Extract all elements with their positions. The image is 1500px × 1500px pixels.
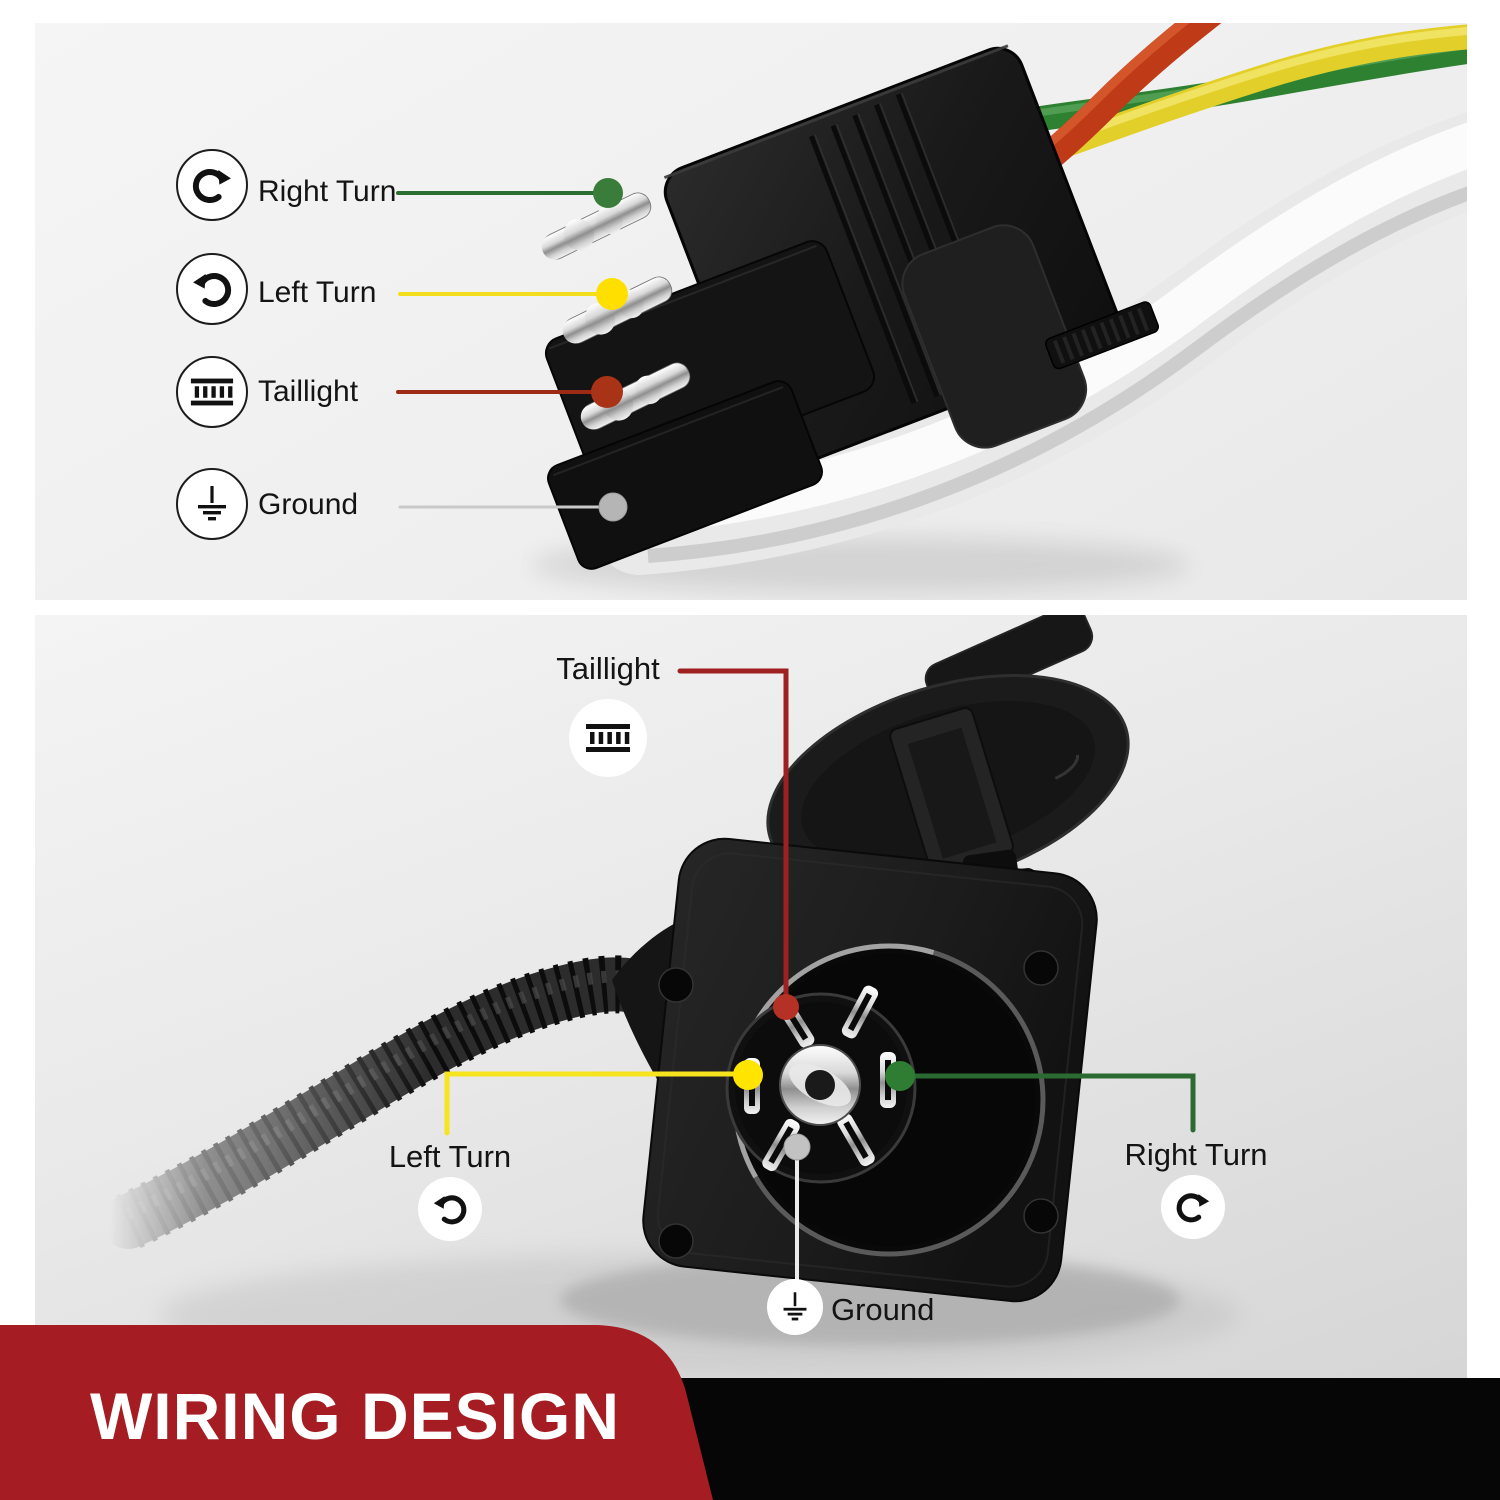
socket-ground-icon-badge bbox=[767, 1279, 823, 1335]
right-turn-arrow-icon bbox=[192, 169, 231, 203]
socket-taillight-icon-badge bbox=[569, 699, 647, 777]
left-turn-arrow-icon bbox=[193, 273, 232, 307]
left-turn-icon-badge bbox=[176, 253, 248, 325]
right-turn-arrow-icon bbox=[1176, 1193, 1210, 1223]
socket-left-turn-icon-badge bbox=[418, 1177, 482, 1241]
banner-title: WIRING DESIGN bbox=[90, 1379, 621, 1453]
label-socket-taillight: Taillight bbox=[556, 651, 660, 686]
label-socket-left-turn: Left Turn bbox=[388, 1139, 512, 1174]
ground-icon-badge bbox=[176, 468, 248, 540]
wiring-design-banner bbox=[0, 1325, 713, 1500]
socket-right-turn-icon-badge bbox=[1161, 1175, 1225, 1239]
banner-shape bbox=[0, 1325, 713, 1500]
top-photo-panel bbox=[35, 23, 1467, 600]
label-socket-ground: Ground bbox=[831, 1292, 935, 1327]
label-taillight: Taillight bbox=[258, 375, 359, 408]
bottom-photo-panel bbox=[35, 615, 1467, 1378]
taillight-icon bbox=[190, 378, 234, 406]
label-socket-right-turn: Right Turn bbox=[1124, 1137, 1268, 1172]
label-right-turn: Right Turn bbox=[258, 175, 397, 208]
taillight-icon bbox=[586, 724, 630, 752]
label-left-turn: Left Turn bbox=[258, 276, 377, 309]
ground-icon bbox=[783, 1292, 807, 1321]
left-turn-arrow-icon bbox=[433, 1195, 467, 1225]
taillight-icon-badge bbox=[176, 356, 248, 428]
label-ground: Ground bbox=[258, 488, 359, 521]
right-turn-icon-badge bbox=[176, 149, 248, 221]
ground-icon bbox=[198, 486, 226, 521]
